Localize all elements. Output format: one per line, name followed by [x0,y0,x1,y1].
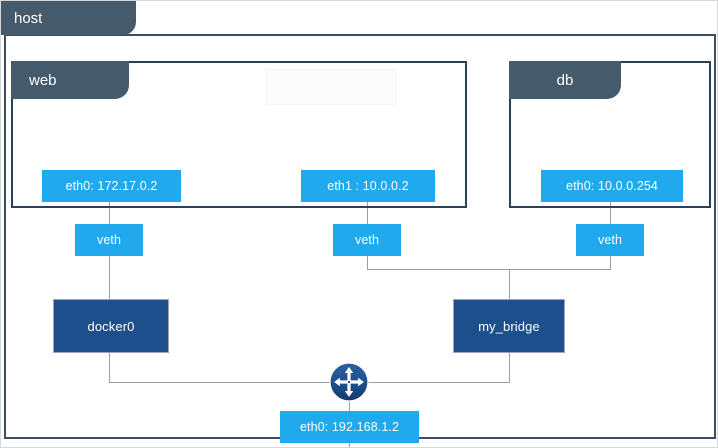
interface-web-eth1-label: eth1 : 10.0.0.2 [327,179,409,193]
interface-host-eth0-label: eth0: 192.168.1.2 [299,420,399,434]
host-tab: host [1,1,136,35]
container-web-tab: web [11,61,129,99]
host-tab-label: host [14,9,43,27]
connector-veth-left-to-docker0 [109,256,110,300]
container-web-boundary [11,61,467,208]
container-web-tab-label: web [29,71,57,89]
connector-veth-right-down [610,256,611,270]
interface-db-eth0[interactable]: eth0: 10.0.0.254 [541,170,683,202]
connector-web-eth0-to-veth-left [109,202,110,226]
bridge-docker0-label: docker0 [87,318,135,334]
interface-web-eth0[interactable]: eth0: 172.17.0.2 [42,170,181,202]
connector-db-eth0-to-veth-right [610,202,611,226]
connector-veth-bus [367,269,611,270]
veth-middle[interactable]: veth [333,224,401,256]
interface-db-eth0-label: eth0: 10.0.0.254 [566,179,658,193]
veth-left-label: veth [96,233,122,247]
connector-host-eth0-stub [349,443,350,447]
bridge-docker0[interactable]: docker0 [53,299,169,353]
bridge-my-bridge-label: my_bridge [478,318,540,334]
interface-web-eth0-label: eth0: 172.17.0.2 [65,179,158,193]
interface-web-eth1[interactable]: eth1 : 10.0.0.2 [301,170,435,202]
veth-left[interactable]: veth [75,224,143,256]
connector-web-eth1-to-veth-middle [367,202,368,226]
connector-bridge-bus [109,382,509,383]
web-placeholder-rect [266,69,396,105]
connector-my-bridge-down [509,353,510,383]
container-db-tab: db [509,61,621,99]
veth-right-label: veth [597,233,623,247]
connector-docker0-down [109,353,110,383]
interface-host-eth0[interactable]: eth0: 192.168.1.2 [280,411,419,443]
bridge-my-bridge[interactable]: my_bridge [453,299,565,353]
veth-right[interactable]: veth [576,224,644,256]
connector-bus-to-my-bridge [509,269,510,300]
connector-veth-middle-down [367,256,368,270]
router-icon[interactable] [329,362,369,402]
veth-middle-label: veth [354,233,380,247]
container-db-tab-label: db [556,71,574,89]
